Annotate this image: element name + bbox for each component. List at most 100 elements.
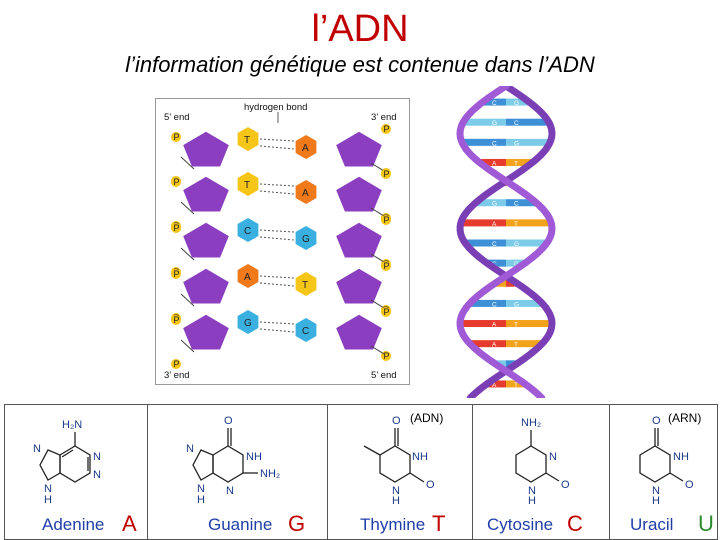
helix-rung-right [506, 299, 543, 307]
page-subtitle: l’information génétique est contenue dan… [125, 52, 595, 77]
helix-rung-right [506, 199, 537, 207]
backbone-link [370, 299, 385, 309]
hydrogen-bond-line [259, 282, 295, 287]
base-pair-row: CGPPPP [171, 215, 391, 277]
dna-structure-svg: 5’ end 3’ end 3’ end 5’ end hydrogen bon… [164, 102, 397, 381]
sugar-right [336, 268, 382, 304]
base-left [237, 310, 259, 334]
helix-rung-letter-right: G [514, 241, 519, 248]
helix-rung-letter-right: T [514, 342, 518, 349]
helix-rung-right [506, 98, 530, 106]
top-left-end-label: 5’ end [164, 112, 190, 123]
svg-text:NH: NH [412, 451, 428, 463]
backbone-link [180, 293, 195, 307]
helix-rung-left [469, 299, 506, 307]
phosphate-group [171, 315, 181, 325]
helix-rung-letter-left: G [492, 201, 497, 208]
backbone-link [180, 247, 195, 261]
svg-text:O: O [426, 479, 435, 491]
helix-rung-letter-left: A [492, 181, 497, 188]
backbone-link [370, 162, 385, 172]
sugar-right [336, 314, 382, 350]
base-pair-row: TAPPPP [171, 169, 391, 231]
helix-rung-letter-right: G [514, 100, 519, 107]
bottom-right-end-label: 5’ end [371, 370, 397, 381]
hydrogen-bond-line [259, 145, 295, 150]
helix-rung-right [506, 380, 526, 388]
svg-text:O: O [224, 415, 233, 427]
base-letter-left: A [244, 272, 251, 283]
phosphate-group [171, 177, 181, 187]
sugar-right [336, 131, 382, 167]
hydrogen-bond-line [259, 183, 295, 187]
base-right [295, 180, 317, 204]
phosphate-group [171, 223, 181, 233]
svg-text:NH₂: NH₂ [260, 468, 280, 480]
base-letter-thymine: T [432, 511, 446, 536]
helix-rung-letter-right: G [514, 301, 519, 308]
base-letter-adenine: A [122, 511, 137, 536]
base-letter-guanine: G [288, 511, 306, 536]
base-name-cytosine: Cytosine [487, 515, 554, 534]
helix-strand-b [456, 82, 556, 402]
helix-rung-left [479, 158, 506, 166]
helix-rung-letter-right: T [514, 382, 518, 389]
helix-rung-letter-right: G [514, 140, 519, 147]
backbone-link [370, 207, 385, 217]
base-letter-right: A [302, 188, 309, 199]
helix-rung-left [486, 380, 506, 388]
helix-rung-left [463, 118, 506, 126]
helix-rung-letter-left: C [492, 301, 497, 308]
svg-text:H: H [392, 495, 400, 505]
hydrogen-bond-line [259, 321, 295, 325]
base-letter-left: T [244, 135, 250, 146]
phosphate-group [171, 132, 181, 142]
base-name-thymine: Thymine [360, 515, 426, 534]
helix-rung-right [506, 138, 551, 146]
helix-rung-right [506, 118, 549, 126]
helix-rung-letter-left: C [492, 241, 497, 248]
base-name-adenine: Adenine [42, 515, 105, 534]
phosphate-group [171, 359, 181, 369]
svg-text:N: N [93, 469, 101, 481]
helix-rung-left [465, 239, 506, 247]
rna-tag: (ARN) [668, 411, 702, 425]
helix-rung-left [475, 199, 506, 207]
hydrogen-bond-line [259, 328, 295, 333]
phosphate-group [171, 269, 181, 279]
base-letter-right: A [302, 143, 309, 154]
helix-rung-right [506, 259, 525, 267]
base-letter-uracil: U [698, 511, 714, 536]
sugar-left [183, 176, 229, 212]
svg-text:H: H [652, 495, 660, 505]
base-right [295, 135, 317, 159]
svg-text:H: H [197, 494, 205, 505]
svg-text:N: N [549, 451, 557, 463]
svg-text:N: N [226, 485, 234, 497]
base-letter-left: C [244, 226, 251, 237]
sugar-left [183, 222, 229, 258]
phosphate-group [381, 124, 391, 134]
svg-text:H: H [528, 495, 536, 505]
helix-strand-a [456, 82, 556, 402]
base-left [237, 127, 259, 151]
backbone-link [370, 253, 385, 263]
sugar-right [336, 176, 382, 212]
phosphate-label: P [384, 307, 390, 317]
phosphate-label: P [174, 315, 180, 325]
helix-rung-right [506, 158, 533, 166]
base-left [237, 218, 259, 242]
backbone-link [180, 339, 195, 353]
helix-rung-right [506, 239, 547, 247]
helix-rung-letter-left: A [492, 382, 497, 389]
helix-rung-letter-left: C [492, 140, 497, 147]
backbone-link [180, 201, 195, 215]
helix-rung-left [487, 259, 506, 267]
phosphate-label: P [174, 132, 180, 142]
